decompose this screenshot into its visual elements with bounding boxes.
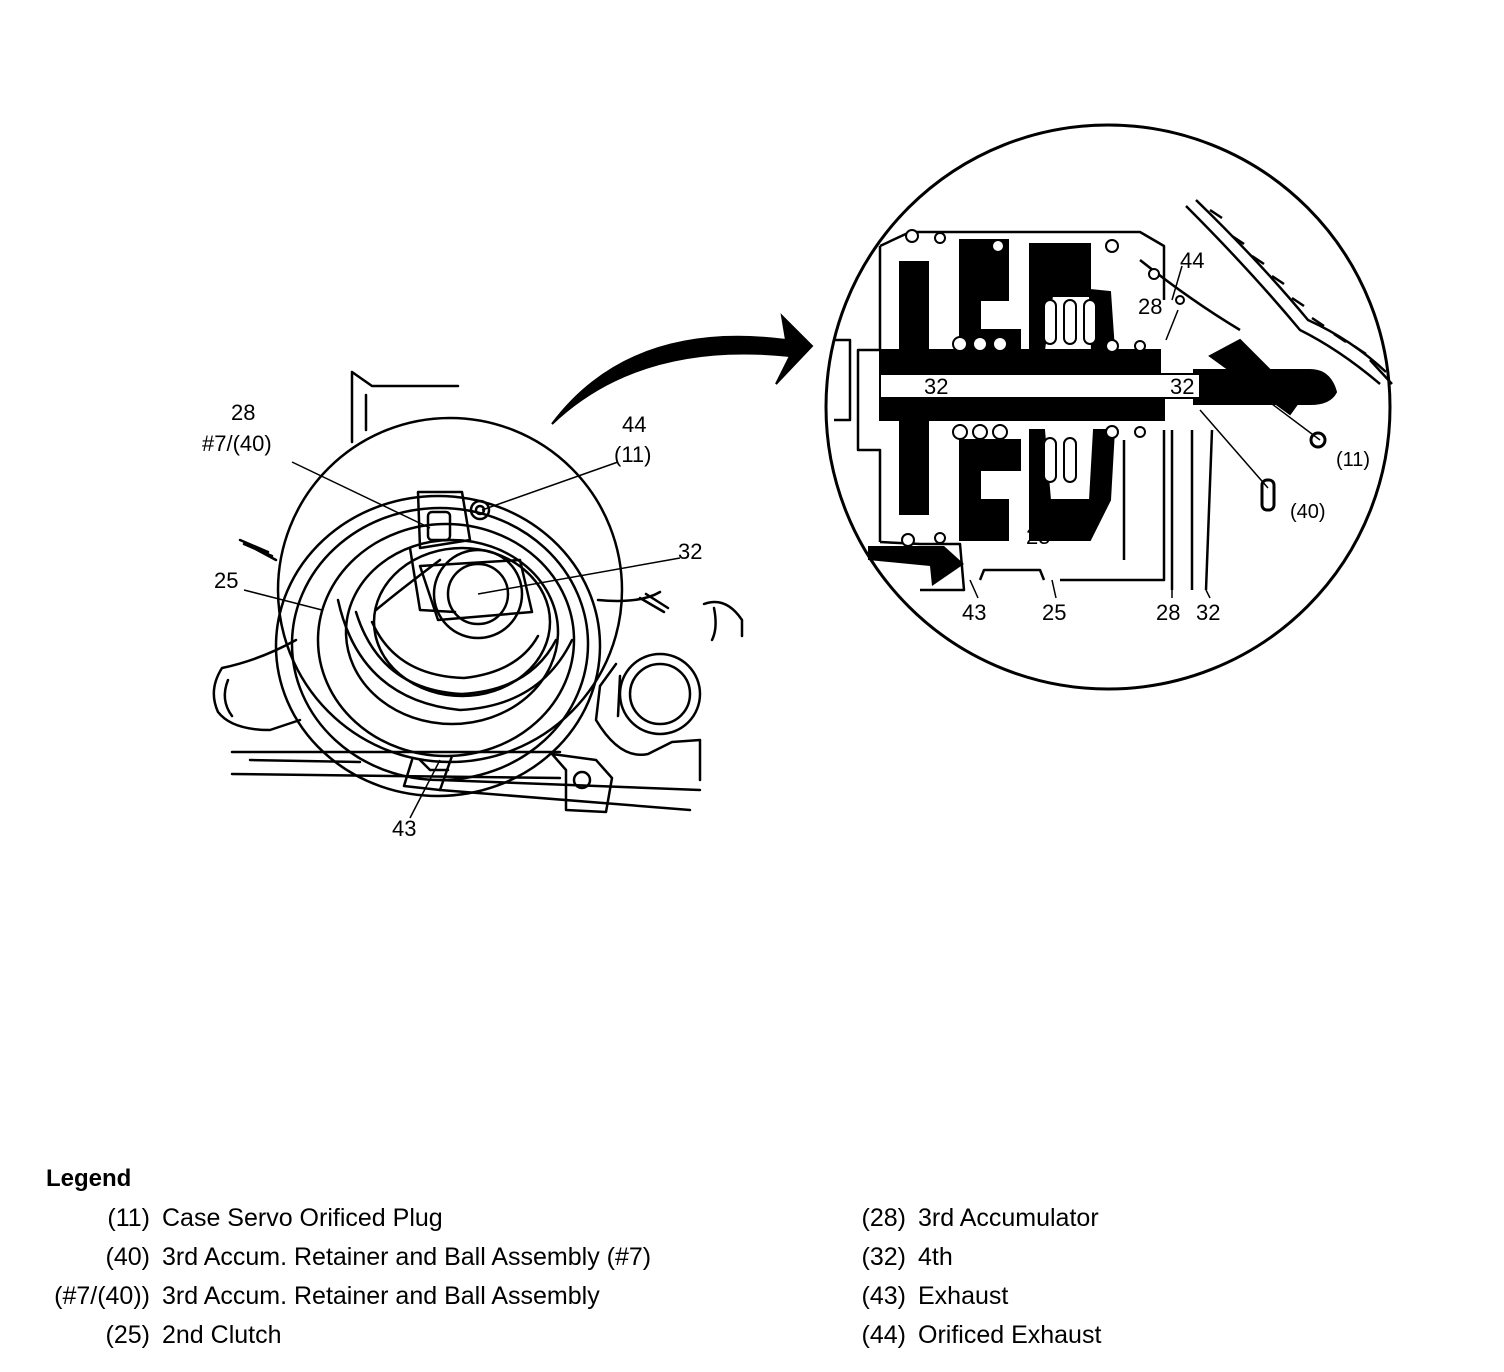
legend-code: (#7/(40)): [54, 1282, 150, 1310]
legend-column-left: (11) Case Servo Orificed Plug (40) 3rd A…: [40, 1199, 651, 1355]
legend-label: 3rd Accumulator: [918, 1204, 1099, 1232]
callout-32: 32: [678, 539, 702, 564]
callout-11: (11): [614, 442, 652, 467]
legend-item: (11) Case Servo Orificed Plug: [40, 1199, 651, 1238]
detail-callout-28-top: 28: [1138, 294, 1162, 319]
legend-code: (11): [107, 1204, 150, 1232]
legend-label: Orificed Exhaust: [918, 1321, 1102, 1349]
overview-callout-labels: 28 #7/(40) 44 (11) 25 32 43: [202, 400, 702, 841]
legend: Legend (11) Case Servo Orificed Plug (40…: [0, 1165, 1504, 1365]
detail-callout-32-left: 32: [924, 374, 948, 399]
detail-callout-44: 44: [1180, 248, 1204, 273]
legend-item: (40) 3rd Accum. Retainer and Ball Assemb…: [40, 1238, 652, 1277]
detail-callout-25: 25: [1042, 600, 1066, 625]
detail-callout-32-right: 32: [1170, 374, 1194, 399]
legend-label: 4th: [918, 1243, 953, 1271]
legend-item: (44) Orificed Exhaust: [846, 1316, 1102, 1355]
legend-item: (28) 3rd Accumulator: [846, 1199, 1101, 1238]
detail-callout-40: (40): [1290, 501, 1326, 523]
legend-label: Exhaust: [918, 1282, 1009, 1310]
legend-code: (25): [105, 1321, 150, 1349]
legend-label: Case Servo Orificed Plug: [162, 1204, 443, 1232]
callout-25: 25: [214, 568, 238, 593]
legend-title: Legend: [46, 1165, 132, 1192]
legend-code: (44): [861, 1321, 906, 1349]
legend-item: (25) 2nd Clutch: [40, 1316, 651, 1355]
detail-callout-43: 43: [962, 600, 986, 625]
detail-callout-11: (11): [1336, 449, 1370, 471]
magnify-arrow: [551, 313, 814, 425]
detail-callout-32: 32: [1196, 600, 1220, 625]
detail-callout-labels: 44 28 32 32 (11) (40) 25 43 25 28 32: [924, 248, 1370, 625]
overview-drawing: [212, 370, 744, 814]
legend-label: 3rd Accum. Retainer and Ball Assembly: [162, 1282, 600, 1310]
legend-code: (32): [861, 1243, 906, 1271]
legend-code: (43): [861, 1282, 906, 1310]
legend-code: (28): [861, 1204, 906, 1232]
detail-callout-25-inner: 25: [1026, 524, 1050, 549]
legend-item: (43) Exhaust: [846, 1277, 1101, 1316]
callout-43: 43: [392, 816, 416, 841]
overview-leaders: [243, 461, 681, 819]
callout-28: 28: [231, 400, 255, 425]
callout-7-40: #7/(40): [202, 431, 272, 456]
legend-label: 2nd Clutch: [162, 1321, 282, 1349]
legend-column-right: (28) 3rd Accumulator (32) 4th (43) Exhau…: [846, 1199, 1102, 1355]
legend-item: (32) 4th: [846, 1238, 1101, 1277]
legend-code: (40): [105, 1243, 150, 1271]
legend-item: (#7/(40)) 3rd Accum. Retainer and Ball A…: [40, 1277, 651, 1316]
legend-label: 3rd Accum. Retainer and Ball Assembly (#…: [162, 1243, 652, 1271]
detail-callout-28: 28: [1156, 600, 1180, 625]
callout-44: 44: [622, 412, 646, 437]
detail-view: [824, 123, 1393, 691]
